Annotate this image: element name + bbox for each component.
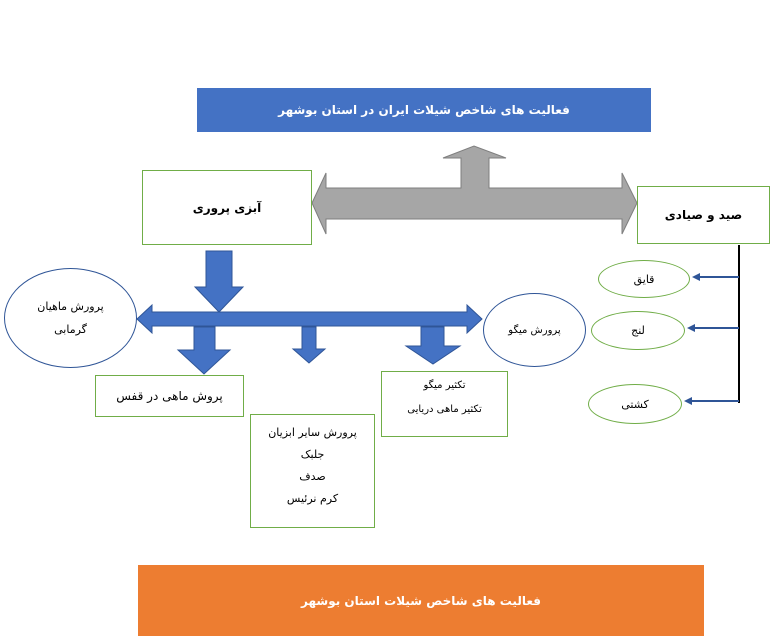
- reproduction-line1: تکثیر میگو: [423, 380, 466, 391]
- warmwater-line2: گرمابی: [54, 323, 87, 336]
- fishing-label: صید و صیادی: [664, 208, 743, 222]
- ship-arrow-head: [684, 397, 692, 405]
- other-aquatics-title: پرورش سایر ابزیان: [268, 426, 357, 439]
- cage-farming-label: پروش ماهی در قفس: [116, 389, 223, 403]
- other-aquatics-down-arrow: [291, 326, 327, 364]
- top-banner-text: فعالیت های شاخص شیلات ایران در استان بوش…: [278, 103, 570, 117]
- boat-arrow-head: [692, 273, 700, 281]
- horizontal-double-arrow: [136, 303, 483, 335]
- gray-double-arrow: [311, 145, 638, 235]
- cage-farming-box: پروش ماهی در قفس: [95, 375, 244, 417]
- aquaculture-label: آبزی پروری: [192, 200, 262, 215]
- fishing-box: صید و صیادی: [637, 186, 770, 244]
- launch-ellipse: لنج: [591, 311, 685, 350]
- warmwater-line1: پرورش ماهیان: [37, 300, 104, 313]
- ship-ellipse: کشتی: [588, 384, 682, 424]
- other-aquatics-item: صدف: [299, 470, 326, 483]
- shrimp-farming-ellipse: پرورش میگو: [483, 293, 586, 367]
- other-aquatics-item: کرم نرئیس: [286, 492, 339, 505]
- bottom-banner: فعالیت های شاخص شیلات استان بوشهر: [138, 565, 704, 636]
- other-aquatics-box: پرورش سایر ابزیان جلبک صدف کرم نرئیس: [250, 414, 375, 528]
- boat-ellipse: قایق: [598, 260, 690, 298]
- bottom-banner-text: فعالیت های شاخص شیلات استان بوشهر: [301, 593, 541, 608]
- ship-label: کشتی: [621, 397, 649, 411]
- other-aquatics-item: جلبک: [300, 448, 325, 461]
- aquaculture-down-arrow: [193, 250, 245, 313]
- warmwater-fish-ellipse: پرورش ماهیان گرمابی: [4, 268, 137, 368]
- boat-label: قایق: [633, 272, 655, 286]
- top-banner: فعالیت های شاخص شیلات ایران در استان بوش…: [197, 88, 651, 132]
- reproduction-box: تکثیر میگو تکثیر ماهی دریایی: [381, 371, 508, 437]
- launch-label: لنج: [631, 324, 645, 337]
- reproduction-line2: تکثیر ماهی دریایی: [407, 404, 482, 415]
- launch-arrow-head: [687, 324, 695, 332]
- shrimp-farming-label: پرورش میگو: [508, 324, 561, 336]
- aquaculture-box: آبزی پروری: [142, 170, 312, 245]
- reproduction-down-arrow: [404, 326, 462, 365]
- cage-down-arrow: [176, 326, 232, 375]
